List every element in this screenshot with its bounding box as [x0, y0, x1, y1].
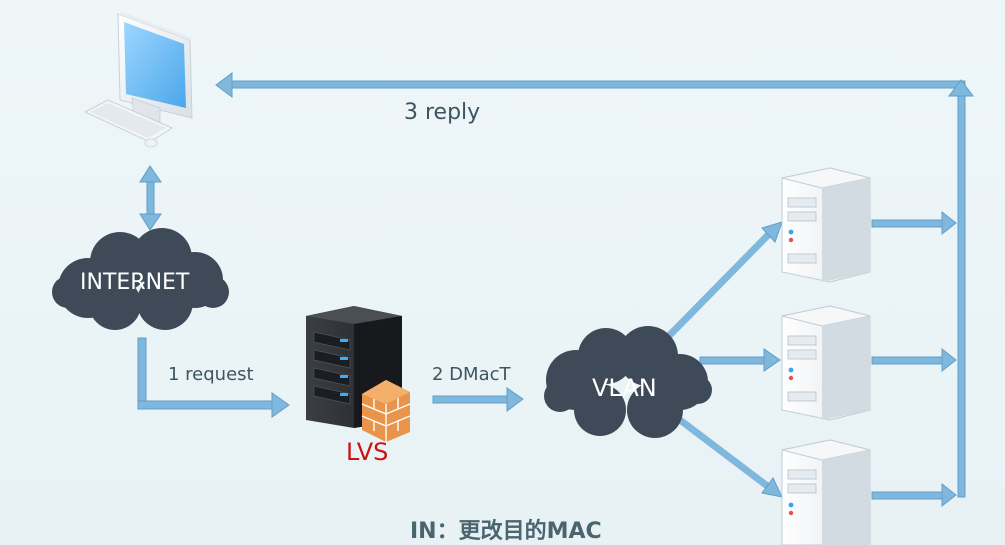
return-up-arrowhead [948, 79, 974, 97]
vlan-server3-arrowhead [761, 477, 783, 498]
request-arrowhead [271, 392, 290, 418]
request-horizontal-line [137, 400, 275, 410]
real-server-2-icon [781, 305, 871, 421]
server3-out-line [871, 491, 945, 500]
real-server-1-icon [781, 167, 871, 283]
reply-line [229, 80, 966, 89]
server2-out-arrowhead [941, 347, 957, 373]
reply-arrowhead [215, 72, 233, 98]
internet-cloud-icon [52, 228, 229, 330]
dmac-line [432, 395, 510, 404]
pc-up-arrowhead [139, 165, 162, 183]
vlan-cloud-icon [544, 326, 712, 438]
firewall-icon [361, 380, 411, 442]
lvs-label: LVS [346, 438, 389, 466]
pc-internet-line [146, 179, 155, 217]
vlan-server1-line [657, 230, 773, 348]
vlan-label: VLAN [592, 374, 657, 402]
vlan-server2-arrowhead [763, 348, 781, 372]
server2-out-line [871, 356, 945, 365]
internet-down-arrowhead [139, 213, 162, 231]
internet-label: INTERNET [80, 270, 190, 295]
return-vertical-line [957, 91, 966, 498]
footer-label: IN：更改目的MAC [410, 519, 602, 544]
vlan-server3-line [677, 417, 773, 491]
reply-label: 3 reply [404, 100, 481, 125]
request-vertical-line [137, 337, 147, 409]
dmac-label: 2 DMacT [432, 364, 511, 385]
server3-out-arrowhead [941, 482, 957, 508]
vlan-server2-line [699, 356, 767, 365]
dmac-arrowhead [506, 387, 524, 412]
server1-out-arrowhead [941, 210, 957, 236]
request-label: 1 request [168, 364, 254, 385]
real-server-3-icon [781, 439, 871, 545]
vlan-server1-arrowhead [761, 221, 783, 243]
server1-out-line [871, 219, 945, 228]
client-computer-icon [83, 12, 194, 148]
